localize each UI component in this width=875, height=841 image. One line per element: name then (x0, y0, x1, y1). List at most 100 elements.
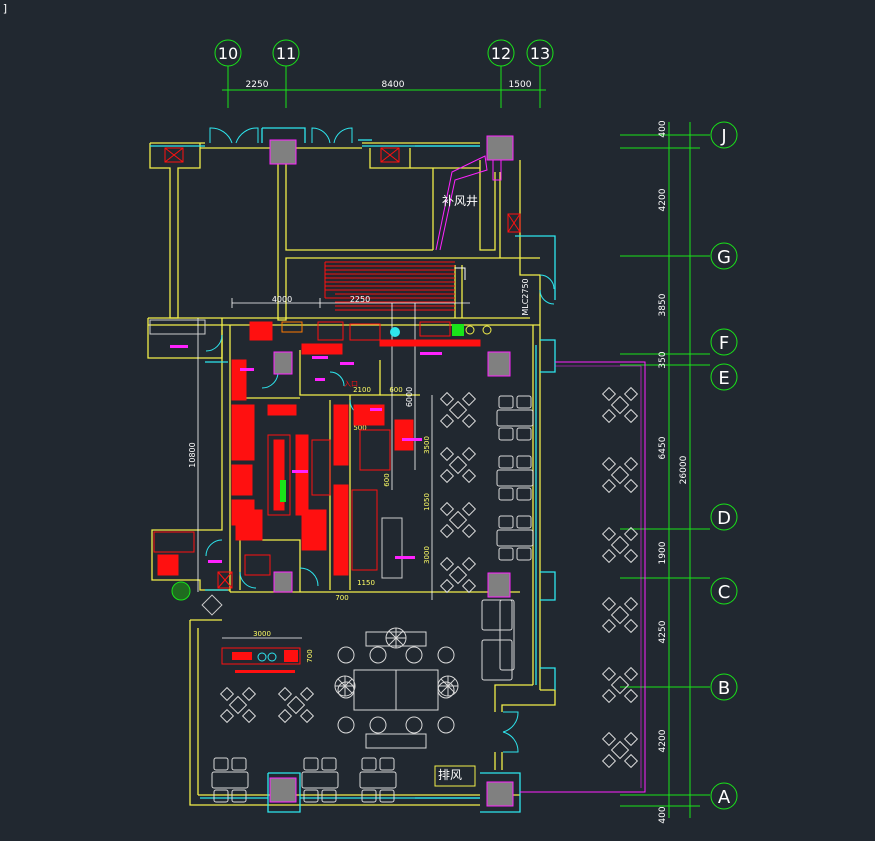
dimension-text: 700 (306, 649, 314, 662)
dimension-text: 4000 (272, 295, 292, 304)
dimension-text: 1500 (509, 80, 532, 90)
table (610, 740, 630, 760)
chair (321, 789, 337, 803)
chair (623, 666, 639, 682)
diamond-table-set (219, 686, 257, 724)
round-chair (437, 646, 455, 664)
axis-label: C (718, 582, 731, 603)
equipment-tags (170, 345, 442, 563)
table (448, 400, 468, 420)
chair (361, 757, 377, 771)
bar-counter: 3000 700 (221, 630, 314, 673)
chair (439, 468, 455, 484)
round-chair (437, 716, 455, 734)
group-table-bottom (365, 733, 427, 749)
dimension-text: 2250 (246, 80, 269, 90)
chair (601, 478, 617, 494)
dimension-text: 6450 (658, 436, 668, 459)
chair (498, 547, 514, 561)
table (610, 605, 630, 625)
round-chair (369, 646, 387, 664)
column (487, 572, 511, 598)
booth-seat (499, 599, 515, 671)
round-chair (405, 716, 423, 734)
room-label-supply-air-shaft: 补风井 (442, 194, 478, 208)
axis-bubble-10: 10 (214, 39, 242, 67)
plant-leaf (440, 678, 449, 687)
table (610, 465, 630, 485)
chair (461, 391, 477, 407)
chair (623, 731, 639, 747)
dimension-text: 4200 (658, 188, 668, 211)
dimension-text: 1900 (658, 541, 668, 564)
kitchen-dimension-lines (197, 298, 470, 600)
dimension-text: 1050 (423, 493, 431, 511)
kitchen-equipment (149, 319, 492, 579)
planter (171, 581, 191, 601)
axis-label: G (717, 247, 731, 268)
supply-air-shaft: 补风井 (435, 155, 502, 251)
dimension-text: 600 (389, 386, 402, 394)
axis-label: D (717, 508, 731, 529)
table (496, 529, 534, 547)
kitchen-dimensions: 4000 2250 10800 6000 (188, 295, 414, 468)
diamond-table-set (439, 391, 477, 429)
round-chair (337, 646, 355, 664)
staircase (324, 261, 466, 311)
plant-leaf (337, 678, 346, 687)
axis-label: 10 (218, 44, 238, 63)
chair (601, 731, 617, 747)
axis-label: 12 (491, 44, 511, 63)
chair (623, 688, 639, 704)
round-chair (437, 681, 455, 699)
chair (219, 708, 235, 724)
chair (516, 455, 532, 469)
chair (516, 487, 532, 501)
chair (439, 391, 455, 407)
round-chair (405, 646, 423, 664)
right-dimensions: 400 4200 3850 350 6450 1900 4250 4200 40… (658, 120, 689, 823)
plant-leaf (447, 678, 456, 687)
dimension-text: 3500 (423, 436, 431, 454)
axis-label: F (719, 333, 729, 354)
column (269, 139, 297, 165)
chair (461, 446, 477, 462)
square-table-set (359, 757, 397, 803)
chair (623, 456, 639, 472)
column (273, 351, 293, 375)
table (496, 409, 534, 427)
table (448, 510, 468, 530)
axis-bubble-D: D (710, 503, 738, 531)
chair (498, 395, 514, 409)
chair (601, 596, 617, 612)
chair (241, 686, 257, 702)
column (486, 781, 514, 807)
chair (623, 548, 639, 564)
chair (516, 515, 532, 529)
top-dimensions: 2250 8400 1500 (246, 80, 532, 90)
chair (213, 789, 229, 803)
square-table-set (211, 757, 249, 803)
chair (439, 413, 455, 429)
chair (461, 578, 477, 594)
table (496, 469, 534, 487)
dimension-text: 4250 (658, 620, 668, 643)
chair (241, 708, 257, 724)
row-axis-bubbles: J G F E D C B A (710, 121, 738, 810)
square-table-set (301, 757, 339, 803)
building-walls (147, 142, 556, 806)
chair (439, 556, 455, 572)
chair (277, 708, 293, 724)
column (486, 135, 514, 161)
column (273, 571, 293, 593)
column (269, 777, 297, 803)
dimension-text: 2100 (353, 386, 371, 394)
chair (516, 395, 532, 409)
table (610, 675, 630, 695)
dimension-text: 400 (658, 120, 668, 137)
chair (498, 455, 514, 469)
axis-label: B (718, 678, 730, 699)
chair (461, 501, 477, 517)
chair (601, 753, 617, 769)
